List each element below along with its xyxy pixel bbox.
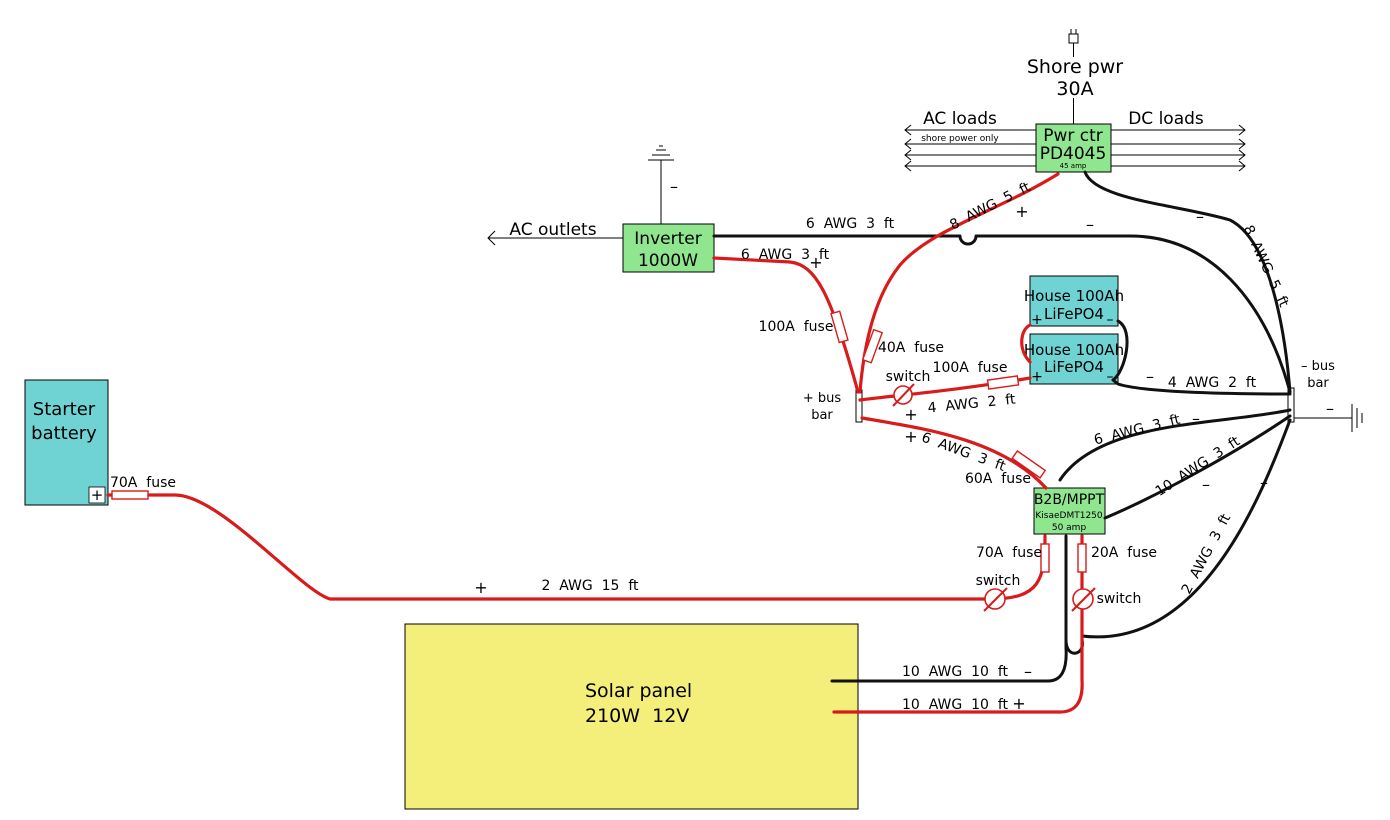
house-battery-1-label-2: LiFePO4 (1044, 305, 1104, 323)
ac-outlets-label: AC outlets (509, 220, 596, 240)
wire-label-inverter-neg: 6 AWG 3 ft (806, 216, 895, 232)
switch-starter-icon (983, 587, 1008, 612)
switch-label-solar: switch (1097, 591, 1142, 607)
negative-bus-label-2: bar (1307, 376, 1329, 391)
fuse-label-20a: 20A fuse (1091, 545, 1157, 561)
starter-plus-sign: + (91, 486, 104, 504)
negative-wires (712, 170, 1292, 683)
fuse-70a-starter (111, 490, 149, 500)
fuse-100a-house (986, 375, 1020, 390)
inverter-ground-icon (648, 145, 674, 224)
starter-battery-label-2: battery (31, 423, 97, 444)
shore-power-label-1: Shore pwr (1027, 56, 1123, 78)
ac-dc-load-buses (904, 124, 1246, 172)
negative-bus-label-1: – bus (1301, 359, 1335, 374)
dc-loads-label: DC loads (1128, 109, 1204, 129)
b2b-label-1: B2B/MPPT (1034, 492, 1105, 508)
fuse-label-40a: 40A fuse (878, 340, 944, 356)
shore-power-only-label: shore power only (921, 134, 999, 144)
house-battery-2-label-2: LiFePO4 (1044, 358, 1104, 376)
house-pos-plus: + (904, 405, 917, 424)
shore-power-label-2: 30A (1056, 78, 1093, 100)
inverter-ground-minus: – (670, 177, 678, 196)
inverter-label-2: 1000W (638, 251, 698, 271)
fuse-label-70a-starter: 70A fuse (110, 475, 176, 491)
wire-label-inverter-pos: 6 AWG 3 ft (741, 247, 830, 263)
wire-label-house-pos: 4 AWG 2 ft (927, 391, 1017, 416)
b2b-label-3: 50 amp (1052, 523, 1087, 533)
wire-label-b2b-neg2: 10 AWG 3 ft (1153, 433, 1244, 500)
fuse-60a (1011, 449, 1047, 479)
pwrctr-minus: – (1196, 207, 1204, 226)
power-center-label-1: Pwr ctr (1043, 126, 1103, 146)
b2b-neg-minus: – (1192, 409, 1200, 428)
wire-label-solar-neg: 10 AWG 10 ft (902, 664, 1009, 680)
fuse-label-70a-b2b: 70A fuse (976, 545, 1042, 561)
house1-plus: + (1031, 312, 1043, 328)
wire-label-b2b-neg: 6 AWG 3 ft (1092, 412, 1182, 449)
wire-label-starter-run: 2 AWG 15 ft (541, 578, 639, 594)
ground-minus: – (1326, 399, 1334, 418)
switch-label-starter: switch (976, 573, 1021, 589)
solar-panel-label-1: Solar panel (585, 680, 692, 702)
solar-pos-plus: + (1012, 694, 1025, 713)
starter-run-plus: + (474, 578, 487, 597)
house-neg-minus: – (1146, 367, 1154, 386)
house-battery-2: House 100Ah LiFePO4 (1024, 333, 1124, 385)
wire-label-house-neg: 4 AWG 2 ft (1168, 375, 1257, 391)
positive-bus-label-2: bar (811, 408, 833, 423)
power-center-label-2: PD4045 (1040, 144, 1107, 164)
fuse-label-100a-inverter: 100A fuse (759, 319, 834, 335)
chassis-ground-icon (1294, 404, 1363, 432)
wire-label-solar-pos: 10 AWG 10 ft (902, 697, 1009, 713)
b2b-label-2: KisaeDMT1250 (1035, 511, 1103, 521)
fuse-40a (861, 328, 884, 364)
b2b-mppt: B2B/MPPT KisaeDMT1250 50 amp (1033, 487, 1106, 535)
inverter-neg-minus: – (1086, 215, 1094, 234)
house2-plus: + (1031, 369, 1043, 385)
house2-minus: – (1107, 369, 1114, 385)
starter-battery: Starter battery + (24, 379, 109, 506)
positive-wires (106, 172, 1084, 714)
shore-power-plug-icon (1068, 29, 1079, 124)
fuse-label-60a: 60A fuse (965, 471, 1031, 487)
house-battery-2-label-1: House 100Ah (1024, 341, 1124, 359)
house-battery-1: House 100Ah LiFePO4 (1024, 275, 1124, 327)
fuse-100a-inverter (830, 310, 849, 344)
solar-neg-minus: – (1024, 662, 1032, 681)
switch-solar-icon (1071, 587, 1096, 612)
solar-bus-minus: – (1260, 473, 1268, 492)
solar-panel: Solar panel 210W 12V (404, 623, 859, 810)
fuse-20a (1077, 543, 1087, 573)
inverter-label-1: Inverter (634, 229, 701, 249)
inverter-plus: + (809, 253, 822, 272)
solar-panel-label-2: 210W 12V (585, 705, 689, 727)
house1-minus: – (1107, 312, 1114, 328)
inverter: Inverter 1000W (622, 223, 715, 273)
house-battery-1-label-1: House 100Ah (1024, 287, 1124, 305)
positive-bus-label-1: + bus (803, 391, 842, 406)
fuse-70a-b2b (1040, 543, 1050, 573)
b2b-neg2-minus: – (1202, 475, 1210, 494)
ac-loads-label: AC loads (923, 109, 997, 129)
pwrctr-plus: + (1015, 202, 1028, 221)
power-center-label-3: 45 amp (1060, 162, 1087, 170)
ac-outlets-arrow-icon (487, 230, 496, 246)
fuse-label-100a-house: 100A fuse (933, 360, 1008, 376)
power-center: Pwr ctr PD4045 45 amp (1035, 123, 1112, 173)
switch-house-icon (892, 383, 915, 407)
b2b-pos-plus: + (904, 427, 917, 446)
switch-label-house: switch (886, 369, 931, 385)
starter-battery-label-1: Starter (33, 399, 96, 420)
